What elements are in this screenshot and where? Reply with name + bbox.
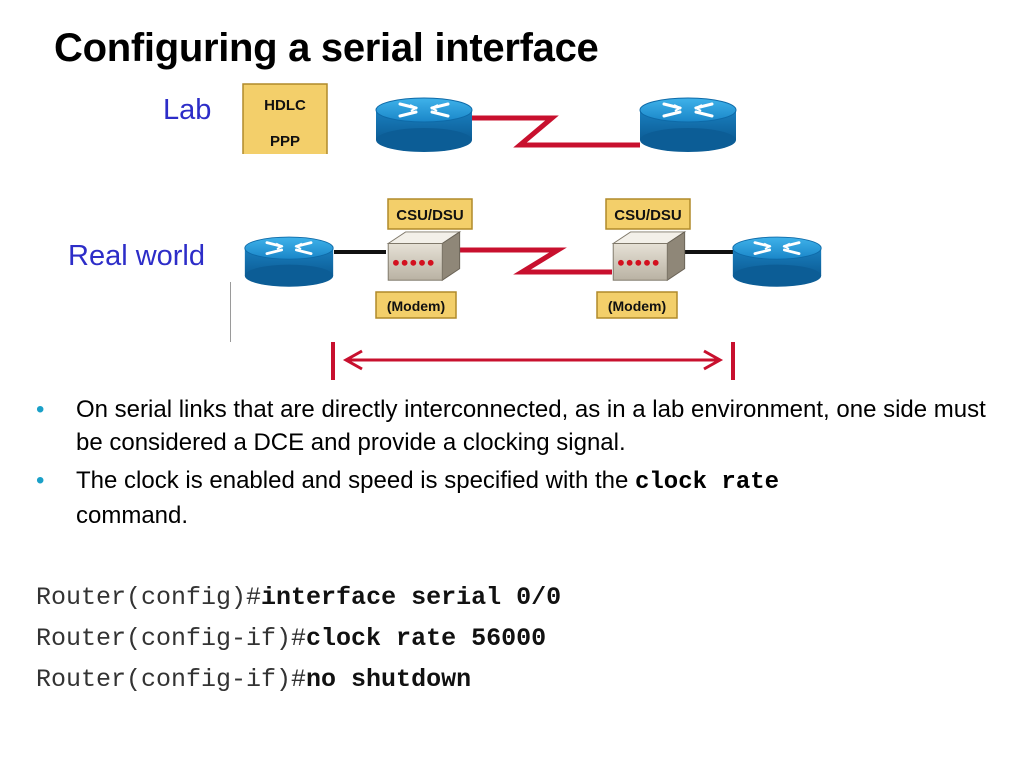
bullet-item: • The clock is enabled and speed is spec…: [36, 464, 996, 532]
serial-link-diagram: HDLC PPP CSU/DSU CSU/DSU (Modem) (Modem): [242, 83, 823, 380]
inline-code: clock rate: [635, 469, 780, 496]
csu-dsu-tag: CSU/DSU: [387, 198, 473, 230]
bullet-item: • On serial links that are directly inte…: [36, 393, 996, 459]
cli-line: Router(config)#interface serial 0/0: [36, 583, 561, 612]
slide-title: Configuring a serial interface: [54, 26, 599, 70]
cli-line: Router(config-if)#no shutdown: [36, 665, 471, 694]
protocol-box: HDLC PPP: [242, 83, 328, 157]
lab-label: Lab: [163, 94, 212, 126]
protocol-ppp-text: PPP: [270, 133, 300, 150]
protocol-hdlc-text: HDLC: [264, 97, 306, 114]
bullet-text: command.: [76, 502, 189, 529]
bullet-dot-icon: •: [36, 396, 45, 423]
csu-dsu-text: CSU/DSU: [396, 207, 464, 224]
router-icon: [731, 235, 823, 288]
double-arrow-icon: [331, 342, 735, 380]
bullet-text: On serial links that are directly interc…: [76, 396, 986, 456]
modem-tag: (Modem): [375, 291, 457, 319]
cli-prompt: Router(config)#: [36, 583, 262, 612]
router-icon: [638, 96, 738, 154]
router-icon: [243, 235, 335, 288]
modem-text: (Modem): [387, 298, 445, 314]
cli-command: no shutdown: [306, 665, 472, 694]
router-icon: [374, 96, 474, 154]
real-serial-link: [460, 247, 612, 275]
bullet-text: The clock is enabled and speed is specif…: [76, 467, 635, 494]
bullet-dot-icon: •: [36, 467, 45, 494]
modem-text: (Modem): [608, 298, 666, 314]
cli-prompt: Router(config-if)#: [36, 624, 307, 653]
csu-dsu-device-icon: [612, 231, 686, 281]
real-world-label: Real world: [68, 240, 205, 272]
cli-line: Router(config-if)#clock rate 56000: [36, 624, 546, 653]
cli-command: interface serial 0/0: [261, 583, 562, 612]
csu-dsu-device-icon: [387, 231, 461, 281]
lab-serial-link: [472, 115, 640, 148]
separator-line: [230, 282, 231, 342]
csu-dsu-tag: CSU/DSU: [605, 198, 691, 230]
bullet-list: • On serial links that are directly inte…: [36, 393, 996, 537]
cli-prompt: Router(config-if)#: [36, 665, 307, 694]
csu-dsu-text: CSU/DSU: [614, 207, 682, 224]
cli-command: clock rate 56000: [306, 624, 547, 653]
modem-tag: (Modem): [596, 291, 678, 319]
